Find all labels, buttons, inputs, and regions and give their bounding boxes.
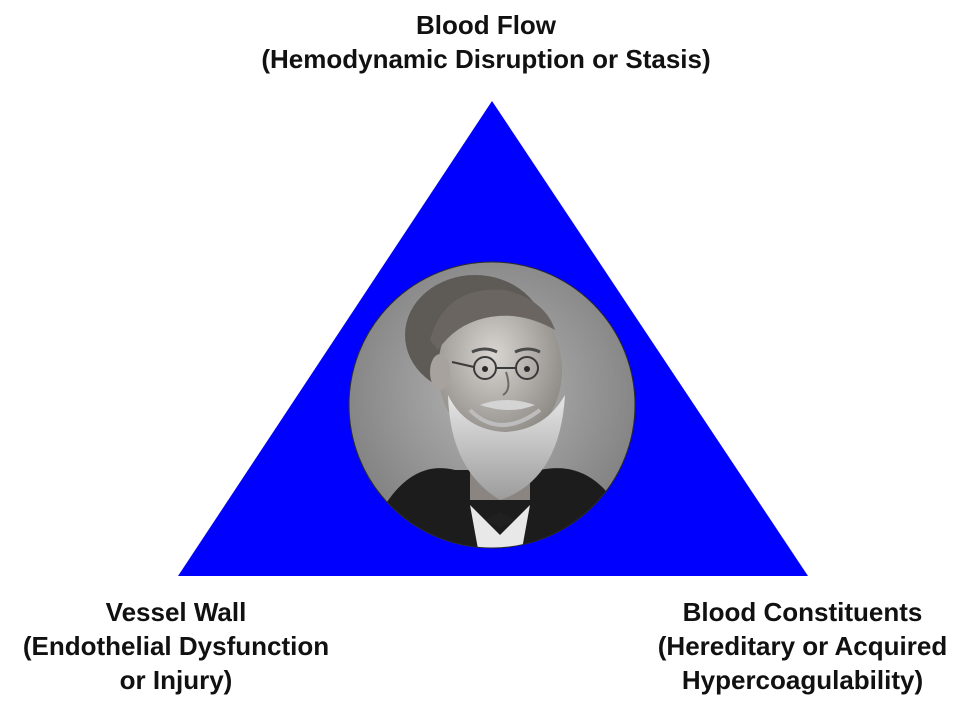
label-blood-flow: Blood Flow (Hemodynamic Disruption or St… <box>186 8 786 76</box>
vessel-wall-subtitle-1: (Endothelial Dysfunction <box>0 629 352 663</box>
vessel-wall-subtitle-2: or Injury) <box>0 663 352 697</box>
blood-constituents-title: Blood Constituents <box>632 595 973 629</box>
label-vessel-wall: Vessel Wall (Endothelial Dysfunction or … <box>0 595 352 697</box>
blood-constituents-subtitle-2: Hypercoagulability) <box>632 663 973 697</box>
vessel-wall-title: Vessel Wall <box>0 595 352 629</box>
blood-flow-title: Blood Flow <box>186 8 786 42</box>
blood-flow-subtitle: (Hemodynamic Disruption or Stasis) <box>186 42 786 76</box>
blood-constituents-subtitle-1: (Hereditary or Acquired <box>632 629 973 663</box>
label-blood-constituents: Blood Constituents (Hereditary or Acquir… <box>632 595 973 697</box>
